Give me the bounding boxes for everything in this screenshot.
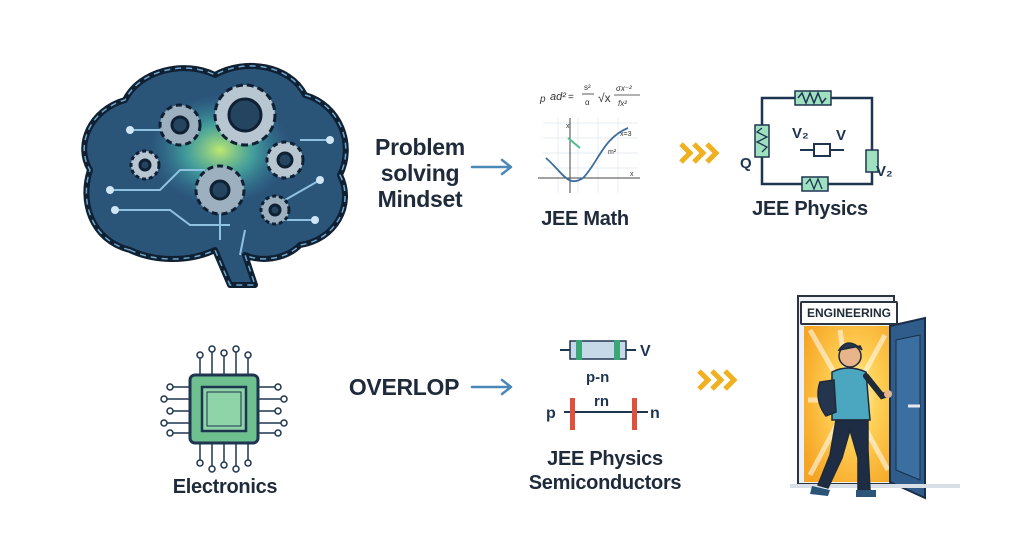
mindset-line-2: solving <box>380 160 460 186</box>
junction-plate-left <box>570 398 575 430</box>
chevrons-right-icon <box>679 142 720 164</box>
arrow-right-icon <box>470 158 513 176</box>
formula-ad2: ad² <box>550 91 566 103</box>
resistor-left <box>754 124 770 158</box>
formula-sqrtx: √x <box>598 91 611 105</box>
graph-x3-label: x=3 <box>620 131 632 138</box>
chevrons-right-icon <box>697 369 738 391</box>
formula-fx2: fx² <box>618 99 627 108</box>
brain-gears-icon <box>81 62 349 288</box>
circuit-v2-side-label: V₂ <box>876 163 893 180</box>
semi-n-label: n <box>650 405 660 422</box>
formula-p: p <box>539 94 546 105</box>
formula-eq: = <box>568 92 574 103</box>
formula-alpha: α <box>585 98 590 107</box>
mindset-label: Problem solving Mindset <box>358 134 482 212</box>
overlop-label: OVERLOP <box>348 374 460 400</box>
circuit-v-label: V <box>836 127 846 144</box>
junction-plate-right <box>632 398 637 430</box>
formula-s2: s² <box>584 83 591 92</box>
arrow-right-icon <box>470 378 513 396</box>
graph-x-label: x <box>566 123 570 130</box>
engineering-door-illustration <box>790 295 960 500</box>
jee-math-label: JEE Math <box>541 208 629 230</box>
semi-pn-label: p-n <box>586 369 609 386</box>
math-graph-illustration: p ad² = s² α √x σx⁻² fx² x m² x=3 x <box>538 83 640 193</box>
semi-v-label: V <box>640 343 651 360</box>
jee-physics-label: JEE Physics <box>752 198 868 220</box>
circuit-diagram: Q V₂ V V₂ <box>740 90 893 192</box>
semiconductor-diagram: V p-n p rn n <box>546 340 660 430</box>
electronics-label: Electronics <box>172 476 278 498</box>
component-center <box>813 143 831 157</box>
resistor-bottom <box>801 176 829 192</box>
semi-p-label: p <box>546 405 556 422</box>
formula-sigma: σx⁻² <box>616 84 632 93</box>
circuit-v2-top-label: V₂ <box>792 125 809 142</box>
graph-axis-x-label: x <box>630 171 634 178</box>
semiconductors-label: JEE Physics Semiconductors <box>505 447 705 495</box>
circuit-q-label: Q <box>740 155 752 172</box>
semi-line-1: JEE Physics <box>547 448 663 470</box>
engineering-sign: ENGINEERING <box>800 301 898 325</box>
semi-rn-label: rn <box>594 393 609 410</box>
microchip-icon <box>160 345 288 473</box>
mindset-line-1: Problem <box>375 134 465 160</box>
component-right <box>865 149 879 173</box>
semi-line-2: Semiconductors <box>528 472 682 494</box>
mindset-line-3: Mindset <box>377 186 463 212</box>
graph-m2-label: m² <box>608 149 617 156</box>
